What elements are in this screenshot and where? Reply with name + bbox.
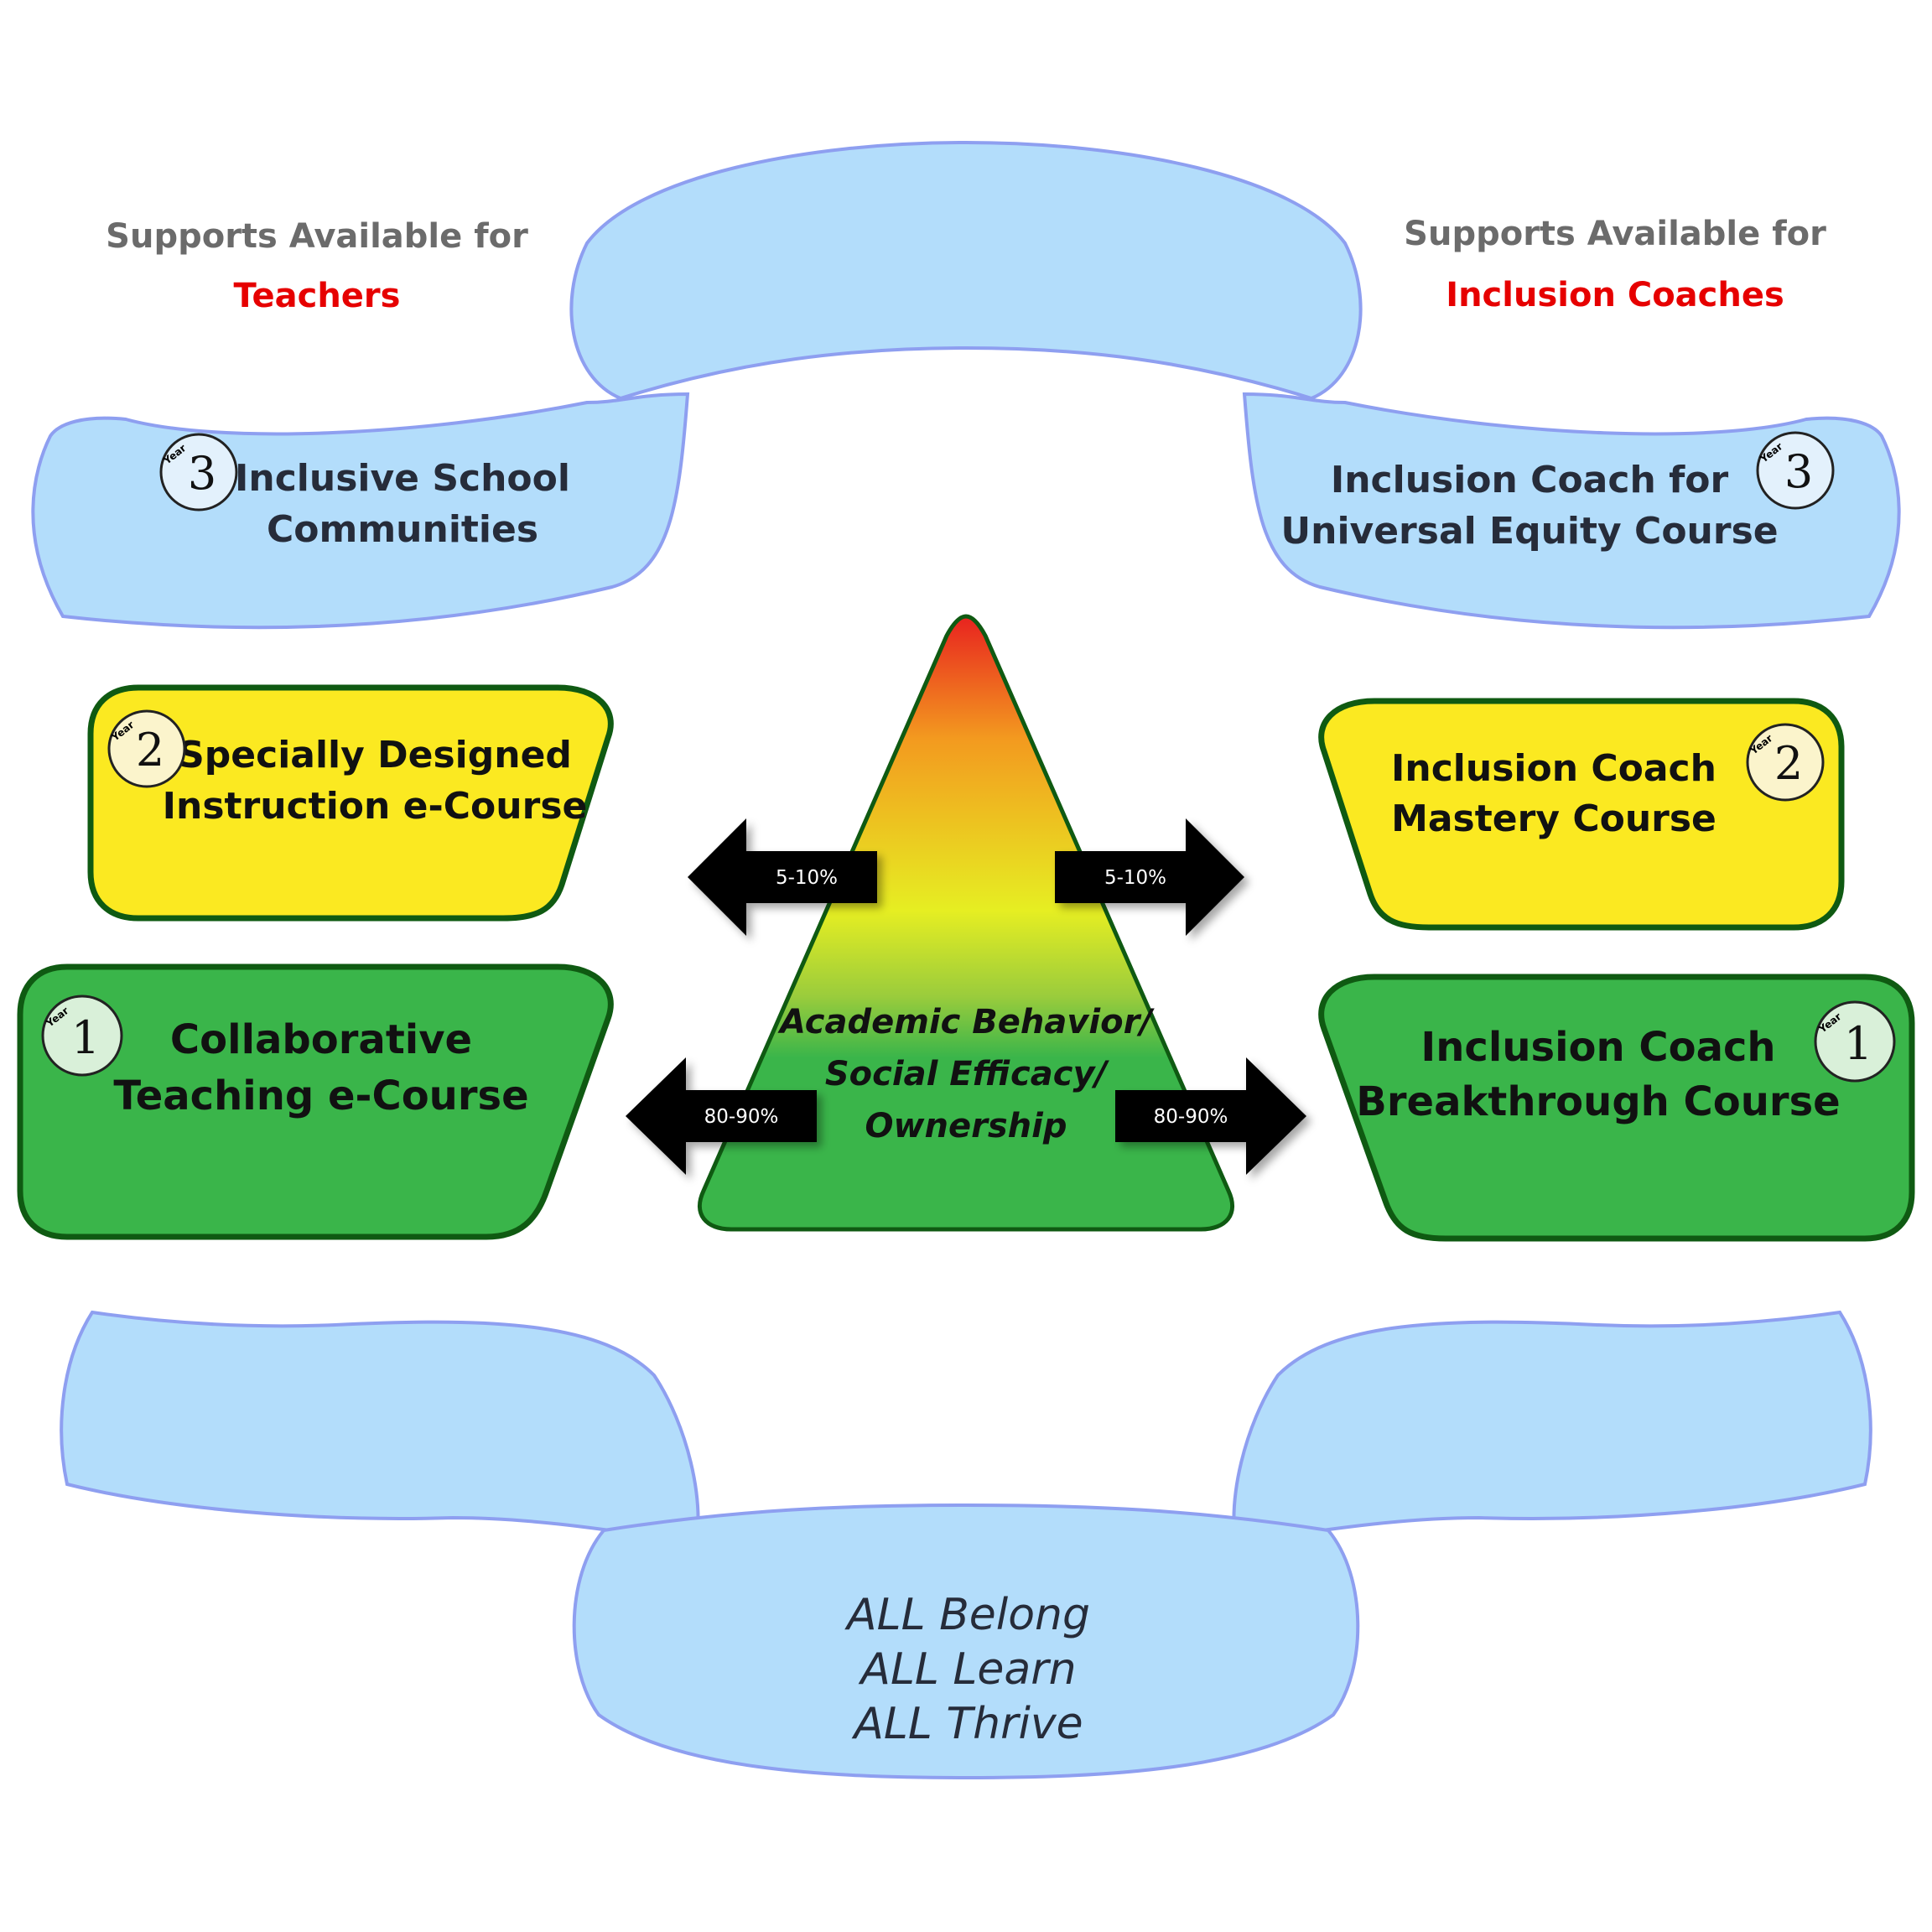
arrow-lower-right: 80-90% — [1115, 1057, 1306, 1175]
teacher-course-year2-line1: Specially Designed — [178, 734, 572, 776]
left-heading-line2: Teachers — [234, 277, 401, 315]
coach-course-year1: Inclusion Coach Breakthrough Course Year… — [1318, 974, 1915, 1242]
pyramid: Academic Behavior/ Social Efficacy/ Owne… — [698, 614, 1234, 1232]
year-number: 3 — [1784, 445, 1813, 498]
banner-line1: ALL Belong — [844, 1590, 1090, 1640]
coach-course-year3-line1: Inclusion Coach for — [1331, 459, 1729, 501]
year-number: 2 — [1774, 737, 1803, 790]
teacher-course-year3: Inclusive School Communities Year 3 — [159, 433, 570, 551]
teacher-course-year2: Specially Designed Instruction e-Course … — [87, 684, 614, 922]
arrow-lower-left: 80-90% — [626, 1057, 817, 1175]
coach-course-year1-line2: Breakthrough Course — [1356, 1078, 1840, 1125]
top-ribbon-center — [569, 140, 1363, 401]
coach-course-year3-line2: Universal Equity Course — [1280, 510, 1778, 553]
coach-course-year2: Inclusion Coach Mastery Course Year 2 — [1318, 698, 1845, 931]
year-number: 3 — [188, 447, 216, 500]
pyramid-text-line2: Social Efficacy/ — [825, 1055, 1110, 1093]
year-number: 1 — [1844, 1017, 1872, 1070]
year-badge: Year 2 — [1746, 723, 1825, 802]
arrow-lower-left-label: 80-90% — [704, 1106, 779, 1128]
coach-course-year3: Inclusion Coach for Universal Equity Cou… — [1280, 431, 1835, 553]
teacher-course-year1-line2: Teaching e-Course — [113, 1072, 528, 1119]
coach-course-year1-line1: Inclusion Coach — [1420, 1024, 1775, 1071]
coach-course-year1-box — [1318, 974, 1915, 1242]
teacher-course-year1-line1: Collaborative — [170, 1016, 472, 1063]
right-heading-line2: Inclusion Coaches — [1446, 276, 1784, 314]
coach-course-year2-line1: Inclusion Coach — [1391, 747, 1716, 790]
coach-course-year2-box — [1318, 698, 1845, 931]
year-badge: Year 1 — [1814, 1000, 1896, 1083]
year-badge: Year 3 — [159, 433, 238, 512]
year-number: 2 — [136, 724, 164, 776]
bottom-ribbon-right-flap — [1232, 1310, 1872, 1545]
pyramid-text-line3: Ownership — [865, 1107, 1067, 1145]
year-badge: Year 1 — [41, 995, 123, 1077]
right-heading-line1: Supports Available for — [1404, 215, 1826, 253]
top-ribbon-right-flap — [1242, 392, 1901, 630]
top-ribbon — [31, 140, 1901, 630]
left-heading-line1: Supports Available for — [106, 217, 528, 256]
arrow-upper-left: 5-10% — [688, 818, 877, 936]
teacher-course-year2-box — [87, 684, 614, 922]
teacher-course-year3-line1: Inclusive School — [235, 457, 570, 500]
bottom-ribbon-left-flap — [60, 1310, 700, 1545]
arrow-upper-right: 5-10% — [1055, 818, 1244, 936]
pyramid-text-line1: Academic Behavior/ — [777, 1003, 1155, 1041]
banner-line2: ALL Learn — [858, 1644, 1076, 1695]
teacher-course-year1-box — [17, 963, 614, 1240]
teacher-course-year1: Collaborative Teaching e-Course Year 1 — [17, 963, 614, 1240]
banner-line3: ALL Thrive — [851, 1699, 1083, 1749]
year-badge: Year 2 — [107, 709, 186, 788]
pyramid-shape — [698, 614, 1234, 1232]
bottom-ribbon — [60, 1310, 1872, 1780]
year-number: 1 — [71, 1011, 100, 1064]
teacher-course-year2-line2: Instruction e-Course — [163, 785, 588, 828]
arrow-upper-left-label: 5-10% — [776, 867, 838, 889]
year-badge: Year 3 — [1756, 431, 1835, 510]
teacher-course-year3-line2: Communities — [267, 508, 538, 551]
bottom-ribbon-center — [572, 1503, 1360, 1780]
arrow-lower-right-label: 80-90% — [1154, 1106, 1228, 1128]
arrow-upper-right-label: 5-10% — [1104, 867, 1166, 889]
coach-course-year2-line2: Mastery Course — [1391, 797, 1716, 840]
